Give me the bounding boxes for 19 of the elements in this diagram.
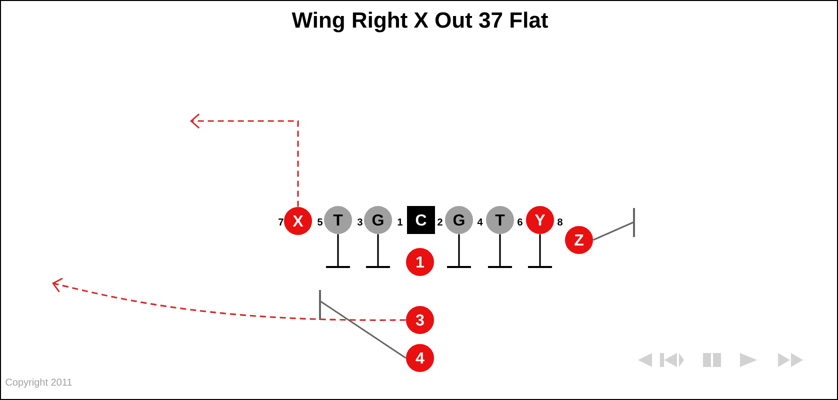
block-line [366, 234, 390, 268]
route-arrow [52, 278, 406, 321]
gap-number: 5 [318, 218, 322, 226]
copyright-note: Copyright 2011 [6, 378, 72, 388]
title: Wing Right X Out 37 Flat [292, 12, 548, 32]
block-line [447, 234, 471, 268]
block-line [326, 234, 350, 268]
gap-number: 6 [518, 218, 522, 226]
center-square: C [407, 206, 435, 234]
gap-number: 1 [398, 218, 402, 226]
block-line [592, 208, 635, 241]
gap-number: 2 [438, 218, 442, 226]
block-line [319, 290, 406, 359]
route-arrow [190, 113, 299, 207]
gap-number: 8 [558, 218, 562, 226]
block-line [528, 234, 552, 268]
gap-number: 4 [477, 218, 483, 226]
block-line [488, 234, 512, 268]
gap-number: 3 [357, 218, 362, 226]
